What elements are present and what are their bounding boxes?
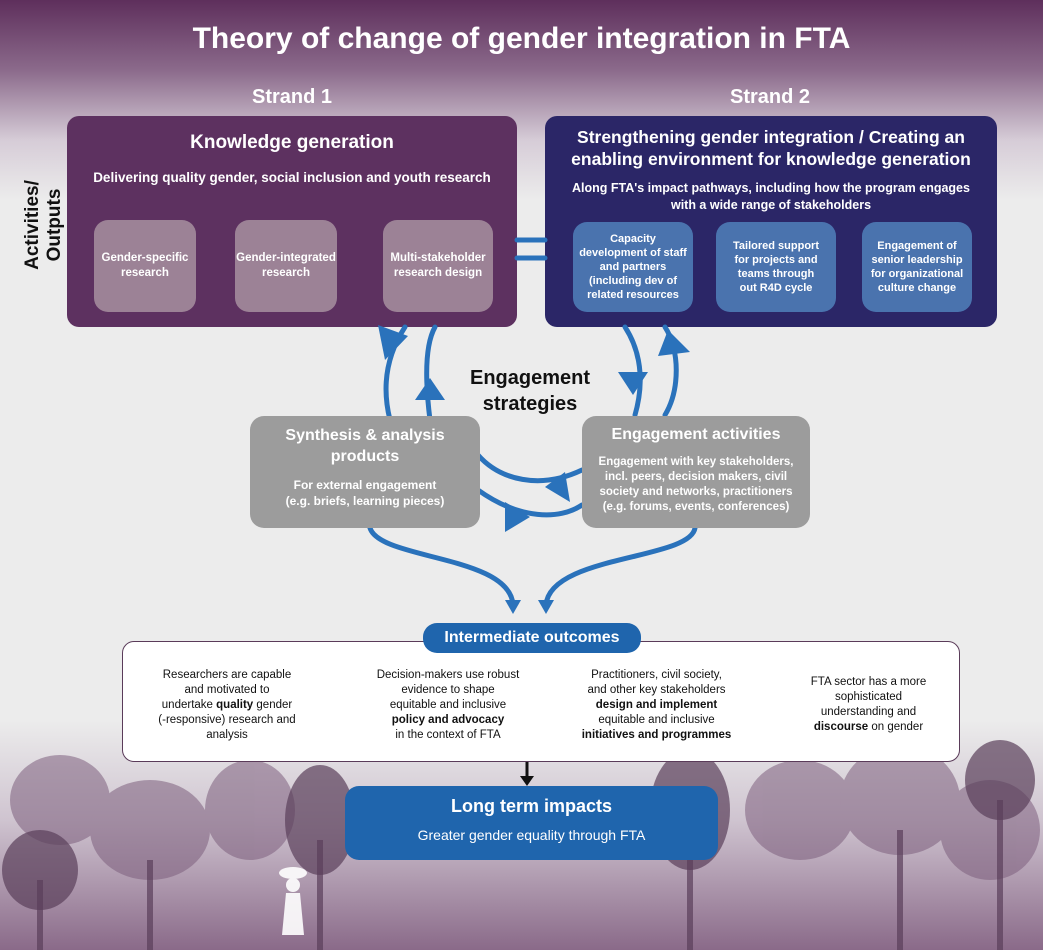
outcome-line: policy and advocacy xyxy=(391,714,505,726)
outcome-text: on gender xyxy=(868,721,924,733)
strand-2-subheading: Along FTA's impact pathways, including h… xyxy=(545,180,997,214)
outcome-line: sophisticated xyxy=(834,691,903,703)
outcome-line: Practitioners, civil society, xyxy=(591,669,722,681)
synthesis-title-line-2: products xyxy=(330,448,400,465)
strand-2-label: Strand 2 xyxy=(730,86,811,108)
strand-2-heading-line-1: Strengthening gender integration / Creat… xyxy=(577,127,965,147)
strand-2-subheading-line-1: Along FTA's impact pathways, including h… xyxy=(572,181,970,195)
intermediate-outcomes-box: Researchers are capable and motivated to… xyxy=(122,641,960,762)
outcome-researchers: Researchers are capable and motivated to… xyxy=(137,668,317,743)
synthesis-body-line-2: (e.g. briefs, learning pieces) xyxy=(285,494,445,508)
strengthening-integration-box: Strengthening gender integration / Creat… xyxy=(545,116,997,327)
outcome-line: Researchers are capable xyxy=(162,669,292,681)
chip-line: research xyxy=(262,267,310,279)
long-term-impacts-title: Long term impacts xyxy=(450,796,613,816)
synthesis-body: For external engagement (e.g. briefs, le… xyxy=(250,477,480,509)
chip-line: teams through xyxy=(737,268,815,280)
chip-line: research xyxy=(121,267,169,279)
synthesis-title-line-1: Synthesis & analysis xyxy=(285,427,445,444)
outcome-fta-sector: FTA sector has a more sophisticated unde… xyxy=(791,675,946,735)
knowledge-generation-subheading: Delivering quality gender, social inclus… xyxy=(93,170,491,185)
outcome-line: (-responsive) research and xyxy=(158,714,296,726)
outcome-line: undertake quality gender xyxy=(137,698,317,713)
knowledge-generation-heading: Knowledge generation xyxy=(190,132,394,153)
chip-line: out R4D cycle xyxy=(739,282,813,294)
engagement-activities-box: Engagement activities Engagement with ke… xyxy=(582,416,810,528)
engagement-activities-title: Engagement activities xyxy=(611,426,781,443)
engagement-activities-line: society and networks, practitioners xyxy=(599,486,793,498)
chip-line: and partners xyxy=(599,261,667,273)
chip-line: Multi-stakeholder xyxy=(390,252,486,264)
engagement-activities-body: Engagement with key stakeholders, incl. … xyxy=(582,455,810,515)
chip-line: Engagement of xyxy=(877,240,957,252)
chip-line: related resources xyxy=(587,289,679,301)
synthesis-body-line-1: For external engagement xyxy=(293,478,437,492)
engagement-strategies-title: Engagement strategies xyxy=(455,365,605,417)
chip-line: research design xyxy=(393,267,483,279)
outcome-text: undertake xyxy=(161,699,217,711)
knowledge-generation-box: Knowledge generation Delivering quality … xyxy=(67,116,517,327)
synthesis-title: Synthesis & analysis products xyxy=(250,425,480,467)
chip-line: Gender-specific xyxy=(101,252,189,264)
diagram-title: Theory of change of gender integration i… xyxy=(192,22,851,55)
chip-line: Capacity xyxy=(610,233,656,245)
outcome-line: evidence to shape xyxy=(401,684,495,696)
outcome-line: equitable and inclusive xyxy=(389,699,507,711)
outcome-line: initiatives and programmes xyxy=(581,729,732,741)
engagement-activities-line: Engagement with key stakeholders, xyxy=(598,456,794,468)
chip-line: Gender-integrated xyxy=(236,252,336,264)
intermediate-outcomes-label: Intermediate outcomes xyxy=(423,623,641,653)
gender-integrated-research-chip: Gender-integrated research xyxy=(235,220,337,312)
outcome-line: Decision-makers use robust xyxy=(376,669,520,681)
chip-line: for projects and xyxy=(734,254,818,266)
engagement-activities-line: incl. peers, decision makers, civil xyxy=(604,471,788,483)
engagement-title-line-2: strategies xyxy=(482,393,578,415)
synthesis-analysis-box: Synthesis & analysis products For extern… xyxy=(250,416,480,528)
outcome-line: FTA sector has a more xyxy=(810,676,927,688)
strand-2-heading: Strengthening gender integration / Creat… xyxy=(545,126,997,170)
tailored-support-chip: Tailored support for projects and teams … xyxy=(716,222,836,312)
strand-2-subheading-line-2: with a wide range of stakeholders xyxy=(670,198,872,212)
senior-leadership-chip: Engagement of senior leadership for orga… xyxy=(862,222,972,312)
outcome-practitioners: Practitioners, civil society, and other … xyxy=(569,668,744,743)
outcome-text: gender xyxy=(253,699,293,711)
chip-line: (including dev of xyxy=(588,275,677,287)
engagement-activities-line: (e.g. forums, events, conferences) xyxy=(602,501,790,513)
chip-line: for organizational xyxy=(870,268,964,280)
capacity-development-chip: Capacity development of staff and partne… xyxy=(573,222,693,312)
strand-2-heading-line-2: enabling environment for knowledge gener… xyxy=(571,149,971,169)
outcome-line: understanding and xyxy=(820,706,917,718)
chip-line: development of staff xyxy=(579,247,687,259)
outcome-line: and other key stakeholders xyxy=(587,684,726,696)
long-term-impacts-box: Long term impacts Greater gender equalit… xyxy=(345,786,718,860)
outcome-decision-makers: Decision-makers use robust evidence to s… xyxy=(363,668,533,743)
engagement-title-line-1: Engagement xyxy=(469,367,591,389)
outcome-line: design and implement xyxy=(595,699,718,711)
outcome-line: and motivated to xyxy=(184,684,270,696)
multi-stakeholder-research-chip: Multi-stakeholder research design xyxy=(383,220,493,312)
long-term-impacts-body: Greater gender equality through FTA xyxy=(417,827,646,843)
strand-1-label: Strand 1 xyxy=(252,86,333,108)
outcome-line: discourse on gender xyxy=(791,720,946,735)
gender-specific-research-chip: Gender-specific research xyxy=(94,220,196,312)
outcome-line: in the context of FTA xyxy=(395,729,501,741)
chip-line: culture change xyxy=(877,282,957,294)
outcome-line: equitable and inclusive xyxy=(598,714,715,726)
chip-line: Tailored support xyxy=(733,240,819,252)
outcome-emphasis: discourse xyxy=(813,721,869,733)
outcome-emphasis: quality xyxy=(216,699,254,711)
outcome-line: analysis xyxy=(206,729,248,741)
chip-line: senior leadership xyxy=(871,254,963,266)
